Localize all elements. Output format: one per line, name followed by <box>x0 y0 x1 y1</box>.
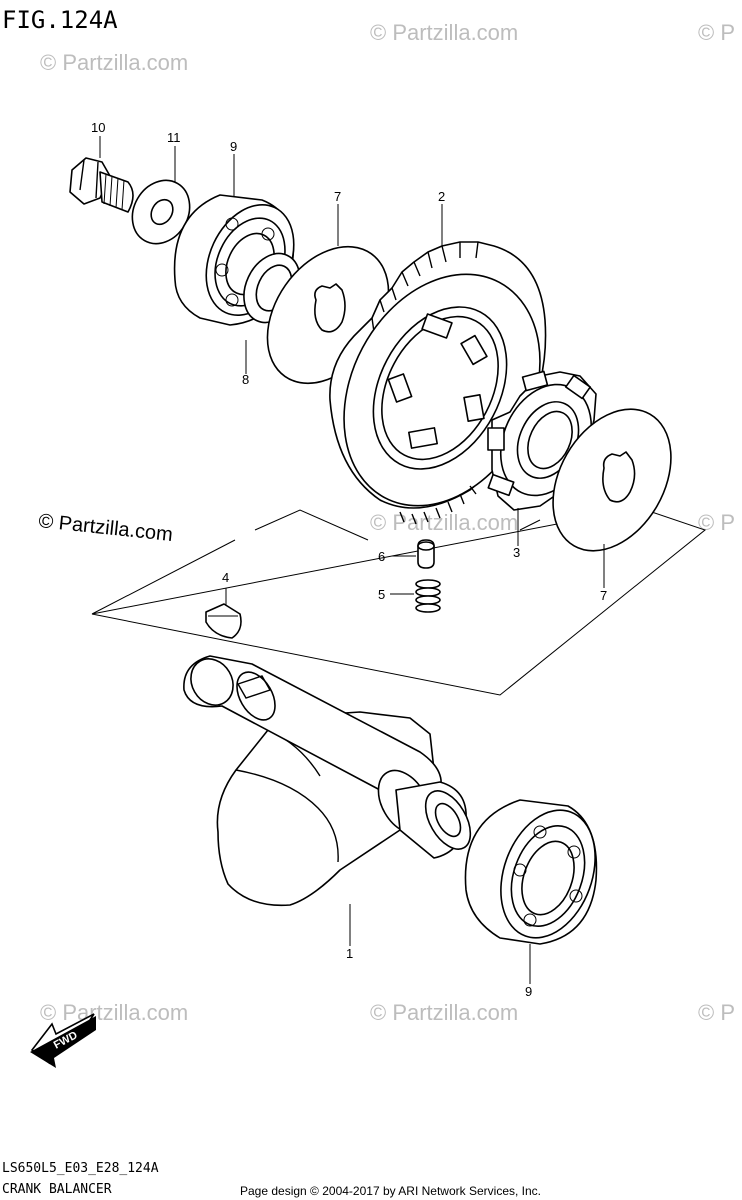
watermark: © Partzilla.com <box>40 1000 188 1025</box>
callout-8: 8 <box>242 372 249 387</box>
part-thrust-washer-lower[interactable] <box>529 388 695 572</box>
watermark: © P <box>698 1000 735 1025</box>
part-washer[interactable] <box>121 170 201 254</box>
callout-9-upper: 9 <box>230 139 237 154</box>
callout-1: 1 <box>346 946 353 961</box>
callout-7-upper: 7 <box>334 189 341 204</box>
callout-3: 3 <box>513 545 520 560</box>
callout-4: 4 <box>222 570 229 585</box>
callout-7-lower: 7 <box>600 588 607 603</box>
watermark: © Partzilla.com <box>370 510 518 535</box>
part-balancer-shaft[interactable] <box>183 651 480 907</box>
watermark-main: © Partzilla.com <box>37 510 173 546</box>
figure-title: FIG.124A <box>2 6 118 34</box>
callout-10: 10 <box>91 120 105 135</box>
assembly-frame <box>91 507 707 696</box>
callout-5: 5 <box>378 587 385 602</box>
callout-6: 6 <box>378 549 385 564</box>
part-bearing-lower[interactable] <box>464 797 611 951</box>
callout-11: 11 <box>167 130 181 145</box>
part-pin[interactable] <box>417 539 435 569</box>
leader-lines <box>99 136 605 984</box>
callout-2: 2 <box>438 189 445 204</box>
watermark: © P <box>698 20 735 45</box>
part-key[interactable] <box>205 603 242 639</box>
watermark: © Partzilla.com <box>370 20 518 45</box>
figure-code: LS650L5_E03_E28_124A <box>2 1161 159 1176</box>
callout-labels: 10 11 9 7 2 8 3 7 6 5 4 1 9 <box>91 120 607 999</box>
figure-name: CRANK BALANCER <box>2 1182 112 1197</box>
part-bolt[interactable] <box>69 157 134 213</box>
watermark: © Partzilla.com <box>370 1000 518 1025</box>
part-spring[interactable] <box>415 579 441 613</box>
footer-credit: Page design © 2004-2017 by ARI Network S… <box>240 1184 541 1198</box>
watermark-layer: © Partzilla.com © Partzilla.com © P © Pa… <box>40 20 735 1025</box>
watermark: © Partzilla.com <box>40 50 188 75</box>
callout-9-lower: 9 <box>525 984 532 999</box>
